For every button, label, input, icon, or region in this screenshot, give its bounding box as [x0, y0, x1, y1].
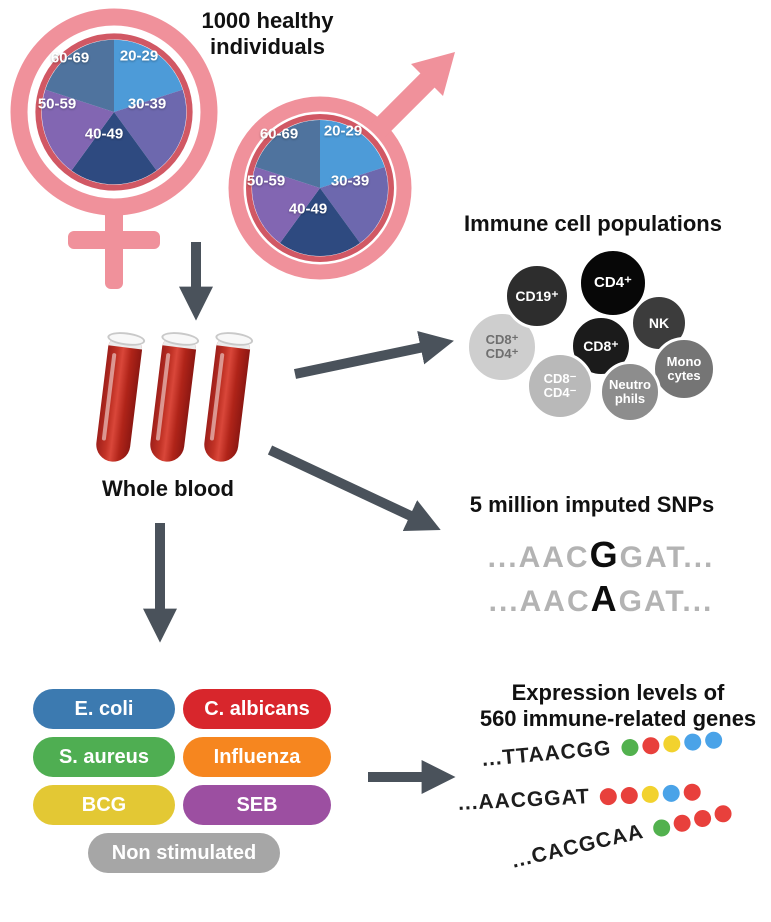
snp-variant-allele: A: [590, 578, 619, 619]
cell-cd8neg-cd4neg: CD8⁻ CD4⁻: [526, 352, 594, 420]
age-label-40-49: 40-49: [288, 200, 328, 218]
expression-dot: [651, 817, 672, 838]
female-age-pie: [35, 33, 193, 191]
blood-tube-body: [202, 336, 252, 464]
expression-dot: [692, 807, 713, 829]
expression-dot: [704, 730, 723, 749]
expression-dot: [641, 784, 660, 803]
age-label-60-69: 60-69: [50, 49, 90, 67]
snp-seq-prefix: ...AAC: [488, 585, 591, 618]
male-circle: [228, 96, 412, 280]
stimulus-s-aureus: S. aureus: [33, 737, 175, 777]
arrow-blood-to-cells: [293, 331, 454, 379]
stimulus-c-albicans: C. albicans: [183, 689, 331, 729]
stimulus-influenza: Influenza: [183, 737, 331, 777]
blood-tube: [92, 330, 146, 466]
age-label-20-29: 20-29: [119, 47, 159, 65]
pie-slice-60-69: [45, 39, 114, 112]
male-symbol: [228, 52, 455, 280]
expression-dot: [620, 786, 639, 804]
pie-slice-20-29: [114, 39, 183, 112]
snp-seq-suffix: GAT...: [619, 541, 715, 574]
female-symbol: [10, 8, 218, 289]
pie-ring: [35, 33, 193, 191]
snp-seq-prefix: ...AAC: [487, 541, 590, 574]
expression-dot: [641, 736, 660, 755]
snps-title: 5 million imputed SNPs: [469, 492, 715, 517]
expression-title: Expression levels of 560 immune-related …: [479, 680, 757, 731]
immune-title: Immune cell populations: [464, 211, 722, 236]
age-label-20-29: 20-29: [323, 122, 363, 140]
whole-blood-label: Whole blood: [102, 476, 234, 501]
male-arrow-shaft: [370, 72, 436, 138]
page-title: 1000 healthy individuals: [201, 8, 334, 59]
pie-slice-40-49: [280, 188, 360, 257]
age-label-50-59: 50-59: [37, 95, 77, 113]
age-label-50-59: 50-59: [246, 172, 286, 190]
expression-dot: [683, 782, 702, 801]
snp-sequence-ref: ...AACGGAT...: [436, 534, 766, 576]
expression-dot: [683, 732, 702, 751]
cell-cd19pos: CD19⁺: [504, 263, 570, 329]
blood-tube: [200, 330, 254, 466]
pie-slice-50-59: [252, 166, 320, 244]
age-label-40-49: 40-49: [84, 125, 124, 143]
pie-slice-40-49: [71, 112, 157, 185]
age-label-60-69: 60-69: [259, 125, 299, 143]
arrow-blood-to-snps: [267, 445, 441, 531]
age-label-30-39: 30-39: [127, 95, 167, 113]
male-age-pie: [246, 114, 394, 262]
pie-ring: [246, 114, 394, 262]
pie-slice-60-69: [255, 120, 320, 188]
blood-tube: [146, 330, 200, 466]
blood-tubes: [94, 328, 276, 480]
pie-slice-50-59: [41, 89, 114, 171]
cell-monocytes: Mono cytes: [652, 337, 716, 401]
stimulus-e-coli: E. coli: [33, 689, 175, 729]
stimulus-seb: SEB: [183, 785, 331, 825]
stimulus-non-stimulated: Non stimulated: [88, 833, 280, 873]
expression-dot: [662, 734, 681, 753]
expression-dot: [712, 803, 733, 824]
pie-slice-30-39: [114, 89, 187, 171]
expression-dot: [671, 812, 693, 833]
pie-slice-20-29: [320, 120, 385, 188]
cell-cd4pos: CD4⁺: [578, 248, 648, 318]
expression-dot: [599, 787, 618, 806]
pie-slice-30-39: [320, 166, 388, 244]
female-cross-horizontal: [68, 231, 160, 249]
age-label-30-39: 30-39: [330, 172, 370, 190]
blood-tube-body: [94, 336, 144, 464]
expression-dot: [662, 783, 681, 802]
snp-seq-suffix: GAT...: [618, 585, 714, 618]
expression-dot: [620, 737, 639, 757]
stimulus-bcg: BCG: [33, 785, 175, 825]
male-arrow-head: [411, 52, 455, 96]
blood-tube-body: [148, 336, 198, 464]
cell-neutrophils: Neutro phils: [599, 361, 661, 423]
snp-sequence-alt: ...AACAGAT...: [436, 578, 766, 620]
snp-variant-allele: G: [589, 534, 620, 575]
